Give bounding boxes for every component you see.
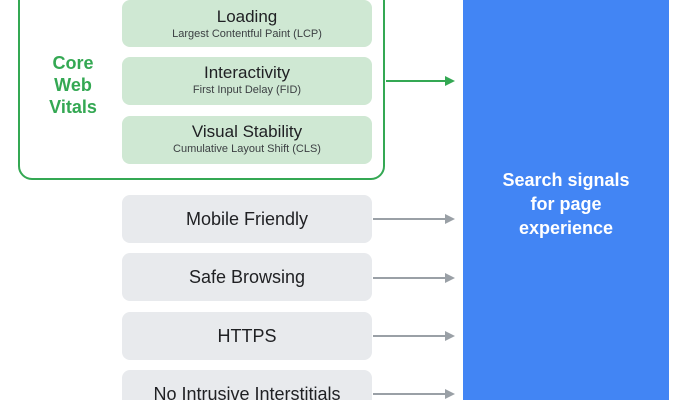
search-signals-label-line: Search signals xyxy=(502,170,630,190)
core-web-vitals-title: Core Web Vitals xyxy=(30,52,116,118)
arrow-no-intrusive-interstitials xyxy=(373,389,455,399)
vital-label: Interactivity xyxy=(204,63,290,82)
arrow-https xyxy=(373,331,455,341)
core-web-vitals-title-line: Core xyxy=(52,53,94,73)
signal-box-safe-browsing: Safe Browsing xyxy=(122,253,372,301)
vital-detail: First Input Delay (FID) xyxy=(192,84,302,96)
arrow-safe-browsing xyxy=(373,273,455,283)
signal-box-no-intrusive-interstitials: No Intrusive Interstitials xyxy=(122,370,372,400)
search-signals-label-line: experience xyxy=(518,218,614,238)
arrow-mobile-friendly xyxy=(373,214,455,224)
vital-detail: Largest Contentful Paint (LCP) xyxy=(172,28,322,40)
vital-label: Loading xyxy=(216,7,278,26)
signal-box-https: HTTPS xyxy=(122,312,372,360)
vital-box-visual-stability: Visual Stability Cumulative Layout Shift… xyxy=(122,116,372,164)
vital-box-interactivity: Interactivity First Input Delay (FID) xyxy=(122,57,372,105)
core-web-vitals-title-line: Vitals xyxy=(49,97,97,117)
vital-box-loading: Loading Largest Contentful Paint (LCP) xyxy=(122,0,372,47)
signal-box-mobile-friendly: Mobile Friendly xyxy=(122,195,372,243)
core-web-vitals-title-line: Web xyxy=(54,75,92,95)
search-signals-label: Search signals for page experience xyxy=(463,168,669,240)
core-web-vitals-group xyxy=(18,0,385,180)
arrow-core-web-vitals xyxy=(386,76,455,86)
vital-detail: Cumulative Layout Shift (CLS) xyxy=(173,143,321,155)
search-signals-label-line: for page xyxy=(530,194,602,214)
vital-label: Visual Stability xyxy=(191,122,303,141)
search-signals-panel: Search signals for page experience xyxy=(463,0,669,400)
